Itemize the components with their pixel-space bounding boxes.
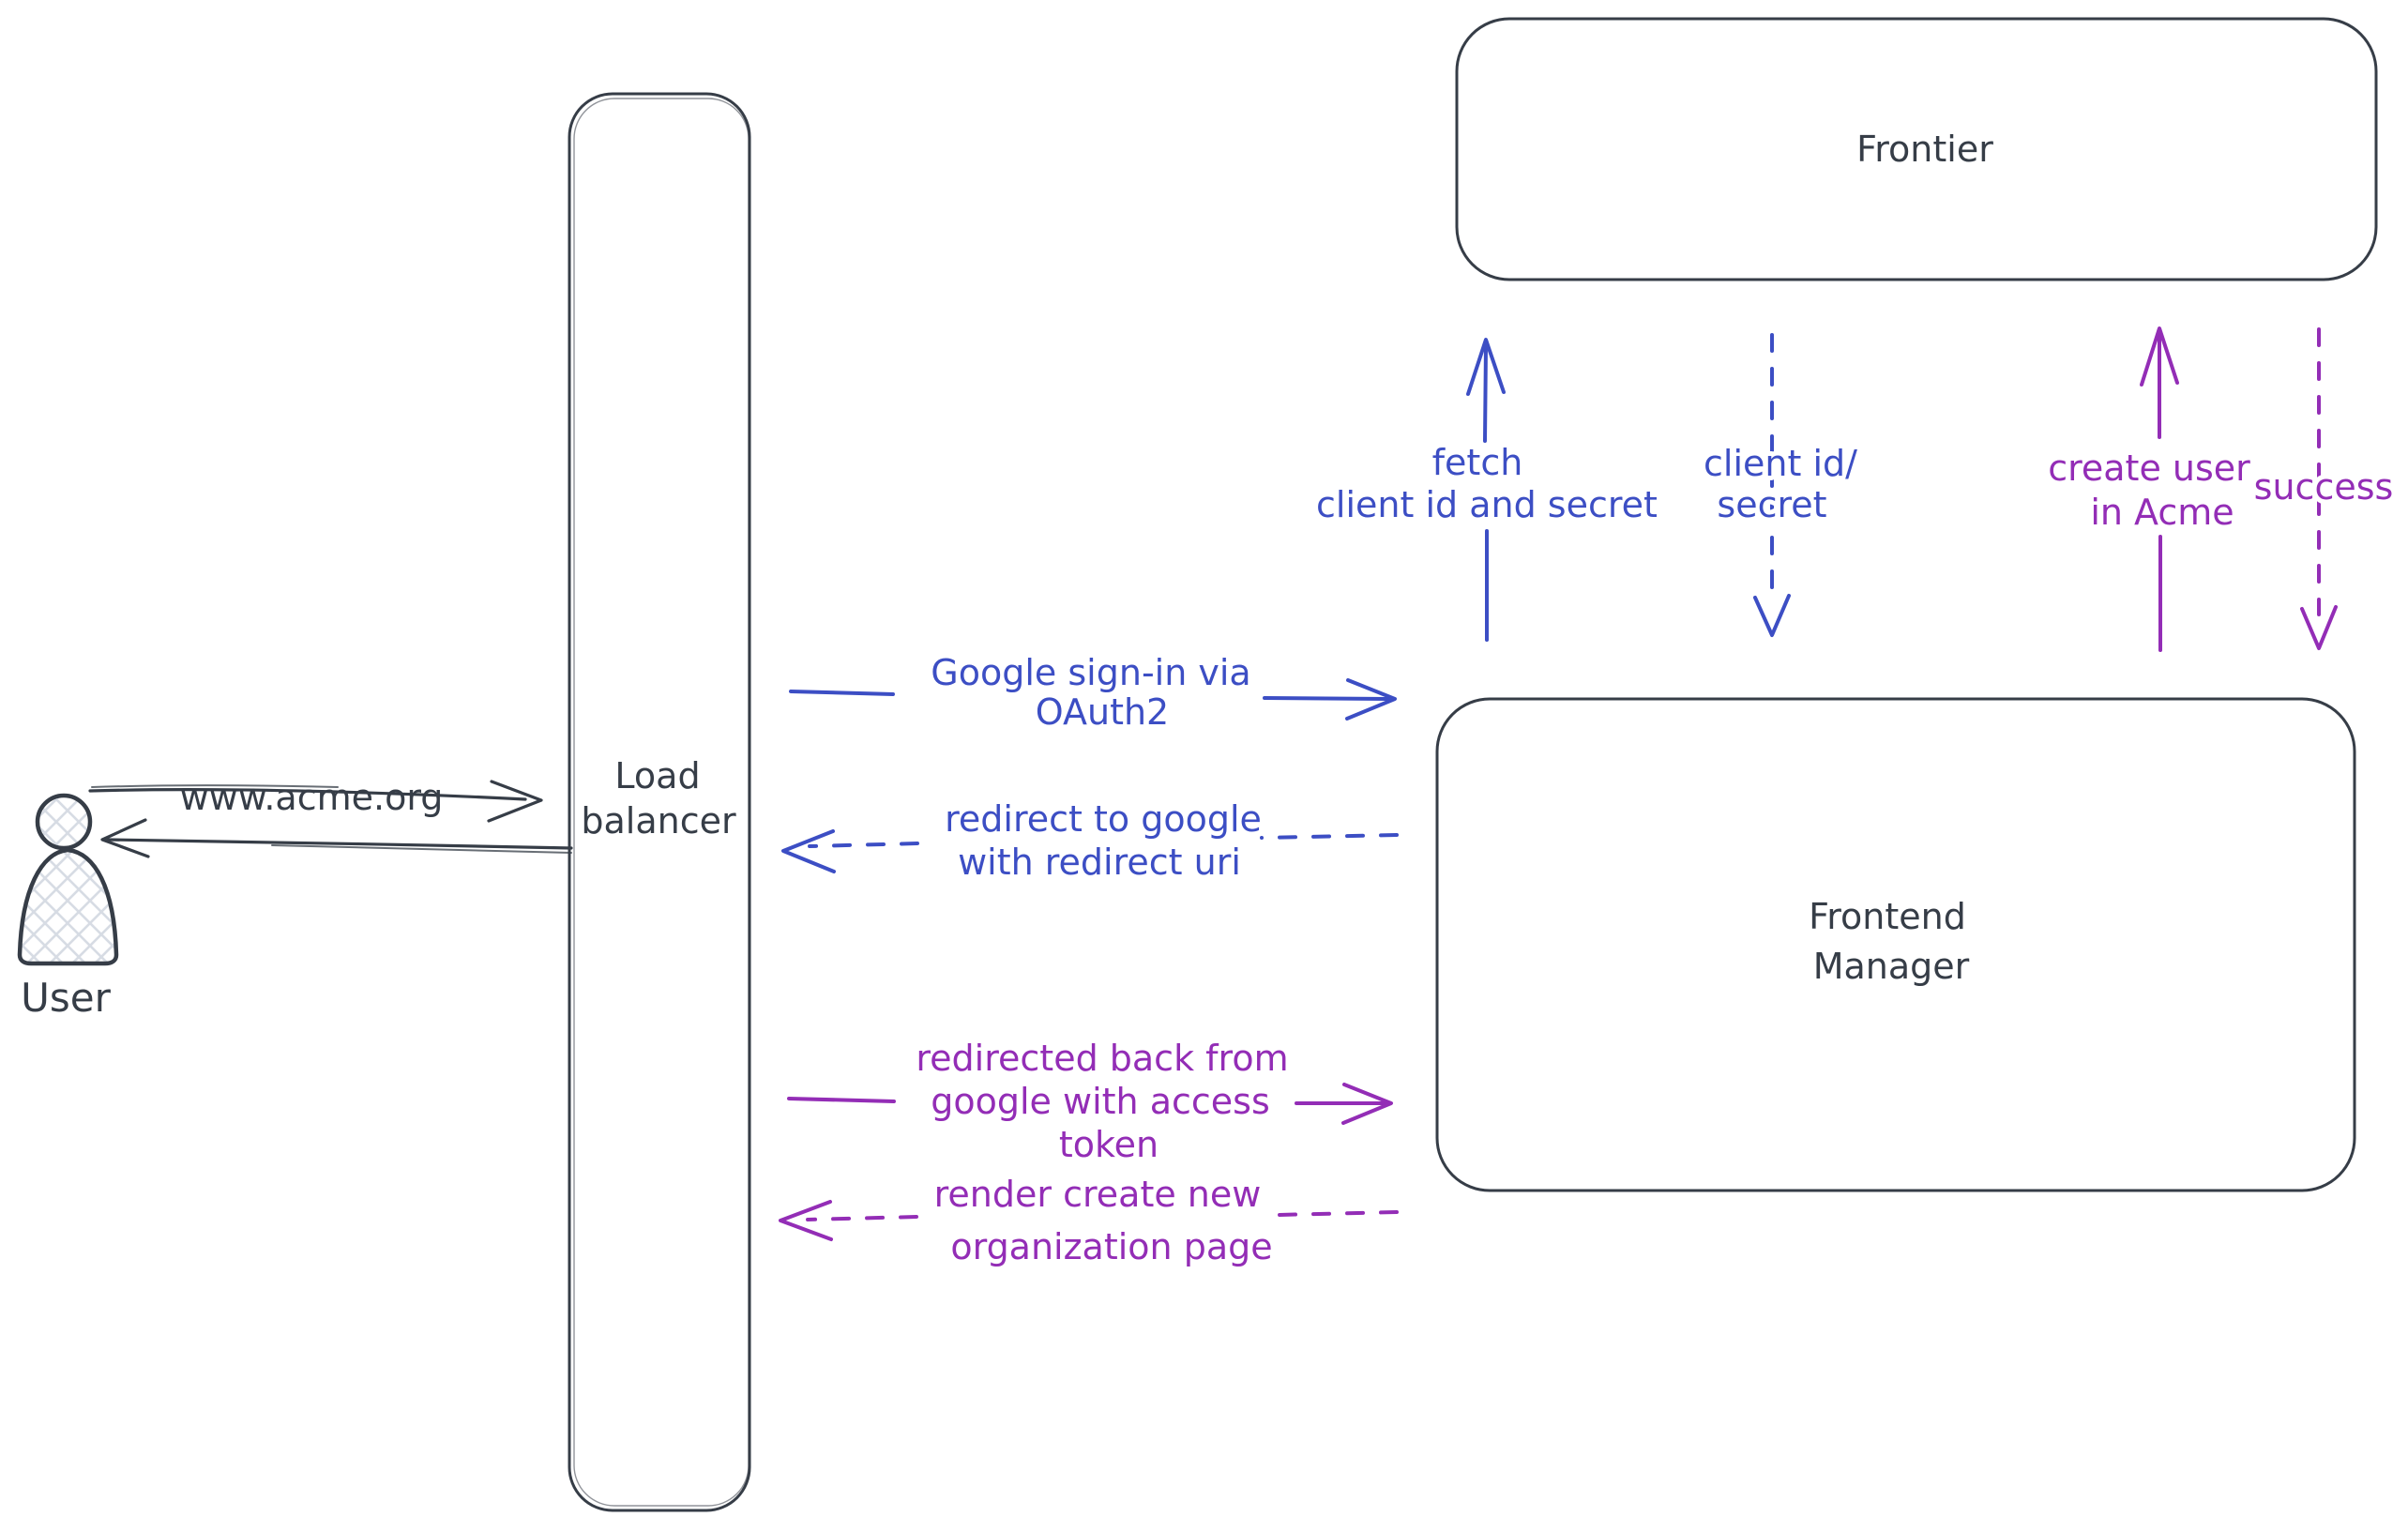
- create-user-label-line2: in Acme: [2090, 492, 2234, 533]
- arrow-success: [2300, 327, 2338, 650]
- load-balancer-box-doubled-stroke: [573, 98, 750, 1507]
- fetch-client-id-label-line1: fetch: [1432, 442, 1523, 483]
- arrowhead-right: [487, 780, 543, 823]
- client-id-secret-label-line2: secret: [1717, 484, 1826, 525]
- arrow-www-acme: [88, 780, 543, 823]
- google-signin-label-line1: Google sign-in via: [931, 652, 1250, 693]
- frontier-box: [1455, 17, 2378, 281]
- frontend-manager-box: [1435, 697, 2356, 1192]
- redirect-google-label-line1: redirect to google: [945, 798, 1262, 840]
- load-balancer-box: [568, 92, 751, 1512]
- arrow-fetch-client-id: [1466, 338, 1506, 642]
- arrow-redirected-back: [787, 1083, 1393, 1125]
- arrow-lb-to-user: [100, 818, 573, 858]
- arrow-redirect-google: [781, 829, 1399, 873]
- arrowhead-down: [2300, 605, 2338, 650]
- render-org-page-label-line2: organization page: [950, 1226, 1272, 1267]
- arrowhead-left: [781, 829, 836, 873]
- arrowhead-right: [1345, 678, 1397, 720]
- user-head: [35, 793, 93, 851]
- arrowhead-left: [779, 1200, 833, 1241]
- www-acme-label: www.acme.org: [180, 777, 444, 818]
- load-balancer-label-line2: balancer: [581, 800, 736, 842]
- user-body: [17, 847, 119, 966]
- client-id-secret-label-line1: client id/: [1704, 443, 1857, 484]
- redirected-back-label-line1: redirected back from: [916, 1038, 1288, 1079]
- redirected-back-label-line2: google with access: [931, 1081, 1270, 1122]
- redirected-back-label-line3: token: [1059, 1124, 1159, 1165]
- arrow-render-org-page: [779, 1200, 1399, 1241]
- load-balancer-label-line1: Load: [614, 755, 700, 796]
- render-org-page-label-line1: render create new: [934, 1174, 1262, 1215]
- arrowhead-left: [100, 818, 150, 858]
- create-user-label-line1: create user: [2048, 447, 2250, 489]
- frontend-manager-label-line2: Manager: [1813, 946, 1970, 987]
- google-signin-label-line2: OAuth2: [1036, 691, 1169, 733]
- arrowhead-right: [1341, 1083, 1393, 1125]
- fetch-client-id-label-line2: client id and secret: [1316, 484, 1658, 525]
- arrow-google-signin: [789, 678, 1397, 720]
- frontier-label: Frontier: [1856, 129, 1993, 170]
- arrowhead-down: [1753, 594, 1791, 637]
- arrowhead-up: [1466, 338, 1506, 396]
- redirect-google-label-line2: with redirect uri: [958, 842, 1241, 883]
- user-label: User: [21, 975, 111, 1021]
- success-label: success: [2254, 466, 2394, 508]
- arrow-client-id-secret: [1753, 333, 1791, 637]
- user-icon: [17, 793, 119, 966]
- arrowhead-up: [2140, 326, 2179, 387]
- arrow-create-user: [2140, 326, 2179, 652]
- frontend-manager-label-line1: Frontend: [1809, 896, 1966, 937]
